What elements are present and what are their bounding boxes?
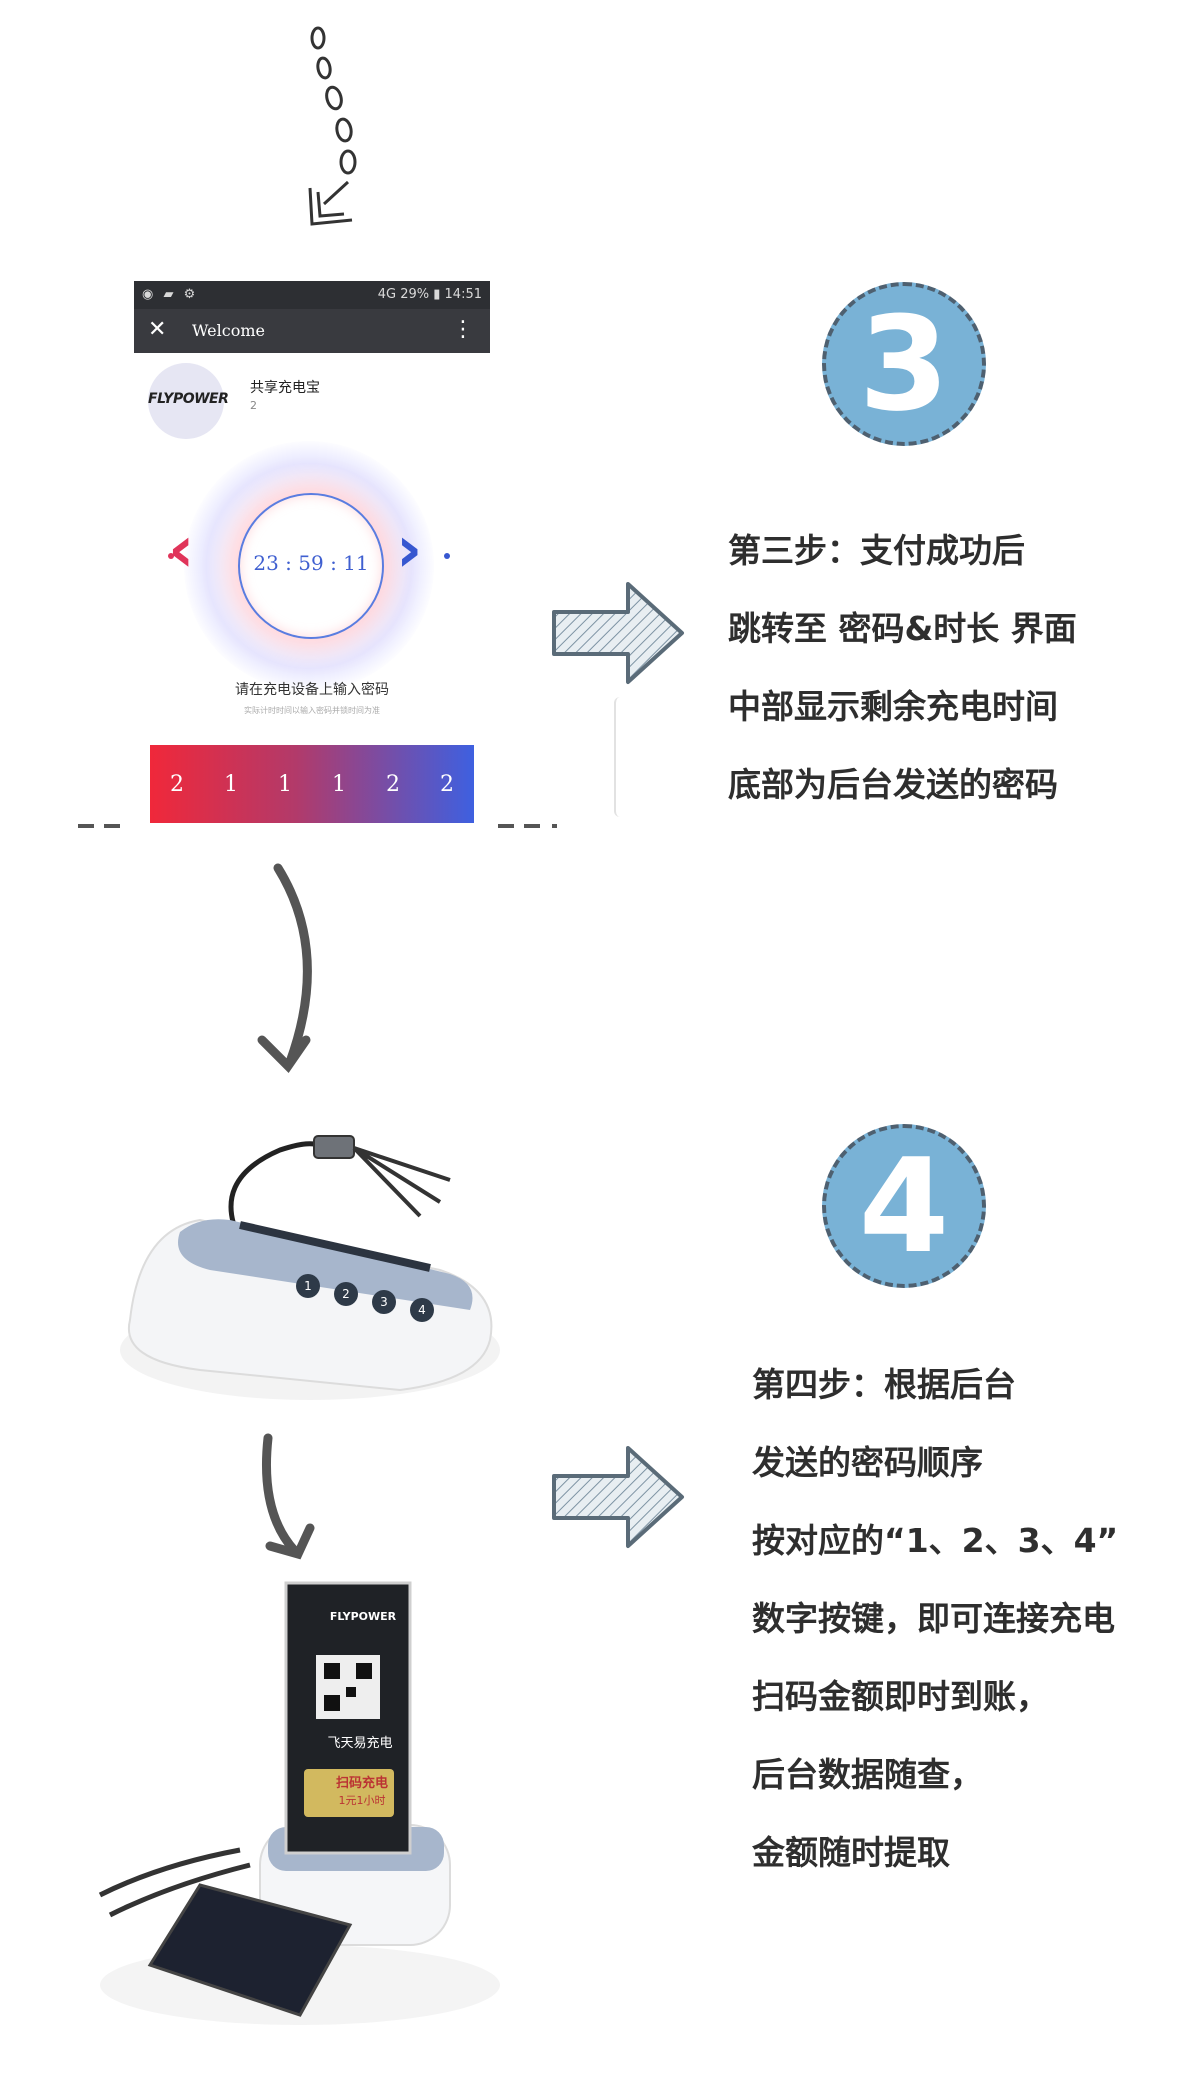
device-button-2[interactable]: 2 [334,1282,358,1306]
curved-down-arrow-icon [257,863,312,1073]
stand-brand: FLYPOWER [329,1610,397,1623]
page-title: Welcome [192,321,265,340]
step-3-badge: 3 [822,282,986,446]
step-3-line: 底部为后台发送的密码 [728,765,1058,804]
step-4-line: 金额随时提取 [752,1833,950,1872]
step-4-description: 第四步：根据后台 发送的密码顺序 按对应的“1、2、3、4” 数字按键，即可连接… [752,1346,1118,1892]
step-4-line: 后台数据随查， [752,1755,983,1794]
stand-card-badge-top: 扫码充电 [335,1776,388,1791]
password-code-bar: 2 1 1 1 2 2 [150,745,474,823]
step-4-line: 按对应的“1、2、3、4” [752,1521,1119,1560]
code-digit: 1 [278,771,292,797]
divider-dash [78,824,94,828]
avatar-logo-text: FLYPOWER [148,391,229,407]
step-4-badge: 4 [822,1124,986,1288]
charging-device-image [120,1135,500,1400]
dot-left-icon [168,553,174,559]
code-digit: 1 [224,771,238,797]
step-4-line: 第四步：根据后台 [752,1365,1016,1404]
phone-screenshot: ◉ ▰ ⚙ 4G 29% ▮ 14:51 ✕ Welcome ⋮ FLYPOWE… [134,281,616,827]
avatar: FLYPOWER [148,363,229,439]
timer-circle [238,493,384,639]
close-icon[interactable]: ✕ [148,317,167,342]
device-button-1[interactable]: 1 [296,1274,320,1298]
title-bar: ✕ Welcome ⋮ [134,309,490,353]
divider-dash [104,824,120,828]
divider-dash [524,824,540,828]
step-3-number: 3 [858,288,950,440]
device-buttons: 1 2 3 4 [296,1274,476,1322]
step-4-number: 4 [858,1130,950,1282]
curved-down-arrow-icon [262,1433,315,1560]
remaining-time: 23 : 59 : 11 [253,551,369,575]
right-arrow-icon [552,1446,684,1548]
code-digit: 1 [332,771,346,797]
chevron-left-icon[interactable]: ‹ [168,513,195,587]
password-prompt-note: 实际计时时间以输入密码并锁时间为准 [244,706,380,715]
password-prompt: 请在充电设备上输入密码 [235,682,389,698]
charging-stand-image [98,1581,500,2025]
chevron-right-icon[interactable]: › [396,513,423,587]
code-digit: 2 [386,771,400,797]
stand-card-title: 飞天易充电 [327,1736,393,1751]
dashed-down-arrow-icon [308,26,357,226]
shop-name: 共享充电宝 [250,380,320,396]
status-bar: ◉ ▰ ⚙ 4G 29% ▮ 14:51 [134,281,490,309]
step-3-description: 第三步：支付成功后 跳转至 密码&时长 界面 中部显示剩余充电时间 底部为后台发… [728,512,1077,824]
step-4-line: 发送的密码顺序 [752,1443,983,1482]
code-digit: 2 [170,771,184,797]
device-button-3[interactable]: 3 [372,1290,396,1314]
step-3-line: 第三步：支付成功后 [728,531,1025,570]
divider-dash [552,824,557,828]
stand-card-badge-bottom: 1元1小时 [338,1794,386,1807]
code-digit: 2 [440,771,454,797]
step-3-line: 中部显示剩余充电时间 [728,687,1058,726]
step-3-line: 跳转至 密码&时长 界面 [728,609,1077,648]
divider-dash [498,824,514,828]
status-right-text: 4G 29% ▮ 14:51 [377,287,482,302]
dot-right-icon [444,553,450,559]
side-panel-edge [614,697,624,817]
right-arrow-icon [552,582,684,684]
step-4-line: 扫码金额即时到账， [752,1677,1049,1716]
more-options-icon[interactable]: ⋮ [452,317,474,342]
step-4-line: 数字按键，即可连接充电 [752,1599,1115,1638]
device-button-4[interactable]: 4 [410,1298,434,1322]
status-left-icons: ◉ ▰ ⚙ [142,287,199,302]
shop-subtitle: 2 [250,399,257,412]
